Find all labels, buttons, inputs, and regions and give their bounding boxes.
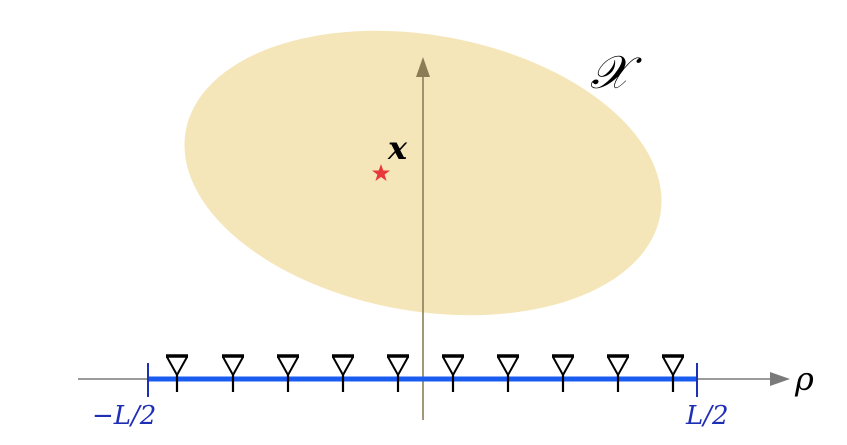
- antenna-icon: [332, 354, 354, 392]
- region-label: 𝒳: [590, 45, 642, 99]
- antenna-group: [166, 354, 684, 392]
- antenna-icon: [662, 354, 684, 392]
- antenna-icon: [552, 354, 574, 392]
- antenna-icon: [497, 354, 519, 392]
- antenna-icon: [277, 354, 299, 392]
- antenna-icon: [607, 354, 629, 392]
- target-point-star-icon: [372, 164, 390, 181]
- antenna-icon: [222, 354, 244, 392]
- aperture-right-label: L/2: [685, 401, 729, 431]
- horizontal-axis-arrow-icon: [770, 372, 790, 386]
- antenna-icon: [387, 354, 409, 392]
- axis-label-rho: ρ: [794, 360, 814, 398]
- aperture-left-label: −L/2: [92, 401, 156, 431]
- antenna-icon: [166, 354, 188, 392]
- vertical-axis-arrow-icon: [416, 57, 430, 77]
- antenna-icon: [442, 354, 464, 392]
- point-label: x: [387, 129, 408, 167]
